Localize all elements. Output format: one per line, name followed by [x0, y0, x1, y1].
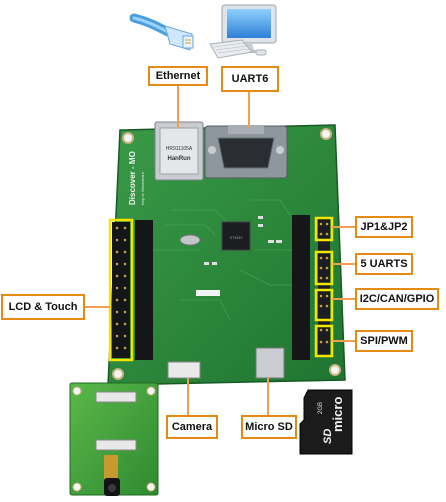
- 5-uarts-label: 5 UARTS: [355, 253, 413, 275]
- board-model-label: [196, 290, 220, 296]
- micro-sd-label: Micro SD: [241, 415, 297, 439]
- lan-chip-text: HR911105A: [166, 146, 193, 152]
- lcd-touch-label: LCD & Touch: [1, 294, 85, 320]
- ethernet-jack: HR911105A HanRun: [154, 121, 204, 181]
- ethernet-cable-icon: [129, 13, 194, 51]
- sd-logo-text: SD: [322, 429, 334, 444]
- camera-module: [69, 382, 159, 496]
- camera-fpc-connector: [167, 361, 201, 379]
- lan-brand-text: HanRun: [168, 156, 191, 162]
- i2c-can-gpio-label: I2C/CAN/GPIO: [355, 288, 439, 310]
- chip-text: STM32: [230, 235, 244, 240]
- spi-pwm-label: SPI/PWM: [355, 330, 413, 352]
- sd-brand-text: micro: [330, 397, 345, 432]
- board-brand-sub-text: help in Waveshare: [140, 171, 145, 205]
- db9-connector: [204, 125, 288, 179]
- sd-capacity-text: 2GB: [318, 402, 324, 414]
- pin-highlights: [108, 216, 334, 362]
- camera-label: Camera: [166, 415, 218, 439]
- computer-icon: [209, 4, 277, 59]
- mcu-chip: STM32: [221, 221, 251, 251]
- micro-sd-slot: [255, 347, 285, 379]
- lcd-pin-header: [112, 220, 153, 360]
- ethernet-label: Ethernet: [148, 66, 208, 86]
- callout-lines: [85, 84, 355, 415]
- uart6-label: UART6: [221, 66, 279, 92]
- jp1-jp2-label: JP1&JP2: [355, 216, 413, 238]
- board-brand-text: Discover - MO: [128, 151, 137, 205]
- micro-sd-card: micro SD 2GB: [299, 389, 353, 455]
